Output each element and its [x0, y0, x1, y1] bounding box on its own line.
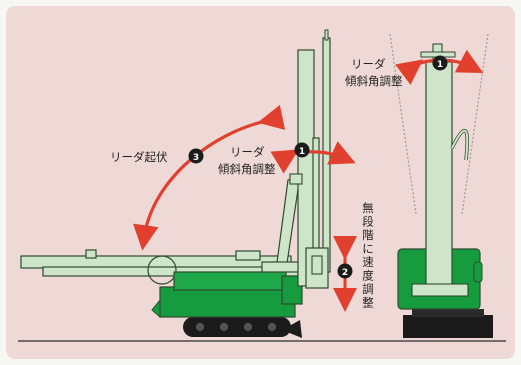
badge-tilt-center: 1 — [294, 142, 310, 158]
svg-text:3: 3 — [193, 153, 199, 163]
badge-depth: 2 — [337, 263, 353, 279]
badge-raise: 3 — [188, 148, 204, 164]
label-tilt-right-line1: リーダ — [351, 57, 386, 71]
label-stepless-depth-text: 無段階に速度調整 — [362, 201, 374, 310]
label-stepless-depth: 無段階に速度調整 — [362, 201, 374, 310]
svg-text:1: 1 — [299, 147, 305, 157]
badge-tilt-right: 1 — [432, 55, 448, 71]
label-leader-raise: リーダ起伏 — [110, 150, 168, 164]
left-machine-body — [151, 271, 303, 319]
lowered-leader — [20, 249, 299, 285]
svg-text:1: 1 — [437, 60, 443, 70]
left-crawler-track — [183, 317, 302, 338]
label-tilt-right-line2: 傾斜角調整 — [345, 74, 403, 88]
raise-arc-arrow — [133, 104, 286, 251]
upright-leader — [289, 29, 331, 289]
tilt-limit-left-line — [389, 33, 417, 215]
svg-text:2: 2 — [342, 268, 348, 278]
tilt-limit-right-line — [461, 33, 489, 215]
label-tilt-center-line1: リーダ — [230, 145, 265, 159]
label-tilt-center-line2: 傾斜角調整 — [218, 162, 276, 176]
right-machine — [397, 43, 493, 338]
tilt-left-arrow — [270, 141, 356, 174]
